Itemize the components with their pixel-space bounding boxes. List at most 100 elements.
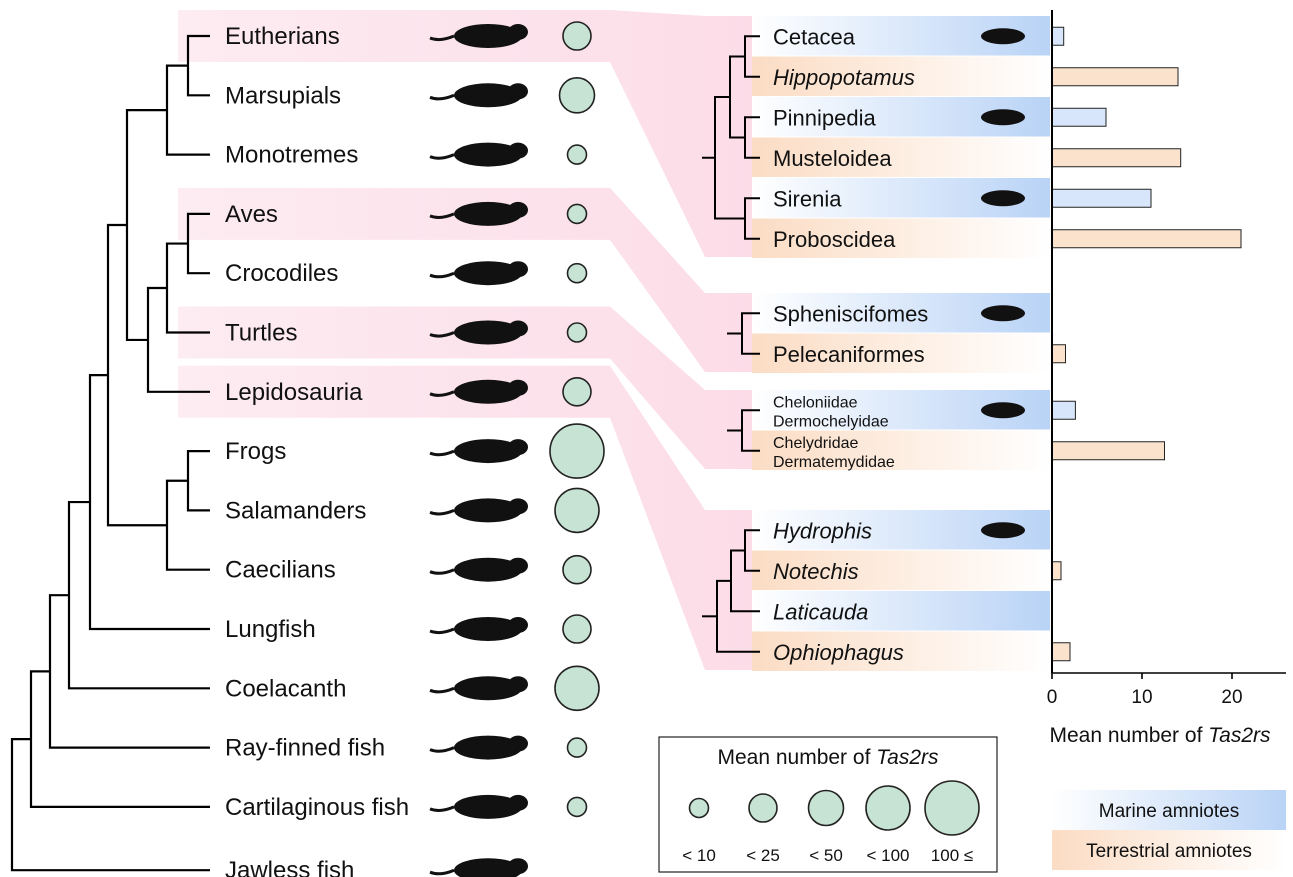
taxon-label: Turtles bbox=[225, 320, 297, 347]
clade-label: Dermochelyidae bbox=[773, 413, 889, 430]
clade-label: Notechis bbox=[773, 559, 859, 584]
habitat-legend: Marine amniotes Terrestrial amniotes bbox=[1052, 790, 1286, 870]
taxon-labels: EutheriansMarsupialsMonotremesAvesCrocod… bbox=[225, 23, 409, 877]
clade-label: Spheniscifomes bbox=[773, 301, 928, 326]
manatee-silhouette-icon bbox=[981, 190, 1025, 206]
clade-label: Musteloidea bbox=[773, 146, 892, 171]
size-legend: Mean number of Tas2rs < 10 < 25 < 50 < 100 1… bbox=[659, 737, 997, 872]
x-axis-label: Mean number of Tas2rs bbox=[1049, 724, 1271, 747]
shark-silhouette-icon bbox=[430, 795, 528, 819]
size-legend-circle bbox=[925, 781, 979, 835]
bar bbox=[1052, 27, 1064, 45]
clade-label: Proboscidea bbox=[773, 227, 896, 252]
bar bbox=[1052, 230, 1241, 248]
bar bbox=[1052, 68, 1178, 86]
clade-label: Pelecaniformes bbox=[773, 342, 925, 367]
tree-branch bbox=[31, 671, 210, 807]
lungfish-silhouette-icon bbox=[430, 617, 528, 641]
bar bbox=[1052, 401, 1075, 419]
taxon-label: Coelacanth bbox=[225, 675, 346, 702]
size-legend-circle bbox=[866, 786, 910, 830]
clade-rows: CetaceaHippopotamusPinnipediaMusteloidea… bbox=[702, 16, 1050, 671]
clade-label: Cetacea bbox=[773, 24, 856, 49]
x-tick-label: 10 bbox=[1131, 687, 1152, 708]
size-legend-title-italic: Tas2rs bbox=[876, 746, 939, 769]
clade-label: Hippopotamus bbox=[773, 65, 915, 90]
tas2r-size-circle bbox=[568, 323, 587, 342]
tas2r-size-circle bbox=[555, 666, 599, 710]
tas2r-size-circle bbox=[568, 264, 587, 283]
tas2r-size-circle bbox=[555, 488, 599, 532]
taxon-silhouettes bbox=[430, 24, 528, 877]
taxon-label: Cartilaginous fish bbox=[225, 794, 409, 821]
frog-silhouette-icon bbox=[430, 439, 528, 463]
size-legend-label: < 25 bbox=[746, 846, 780, 865]
tas2r-size-circle bbox=[568, 145, 587, 164]
taxon-label: Caecilians bbox=[225, 557, 336, 584]
clade-label: Sirenia bbox=[773, 186, 842, 211]
salamander-silhouette-icon bbox=[430, 498, 528, 522]
seal-silhouette-icon bbox=[981, 109, 1025, 125]
tree-branch bbox=[108, 225, 167, 525]
clade-label: Pinnipedia bbox=[773, 105, 877, 130]
size-legend-circle bbox=[749, 794, 777, 822]
size-legend-label: < 100 bbox=[866, 846, 909, 865]
taxon-label: Marsupials bbox=[225, 82, 341, 109]
tas2r-size-circle bbox=[563, 615, 591, 643]
sea-turtle-silhouette-icon bbox=[981, 402, 1025, 418]
taxon-label: Jawless fish bbox=[225, 857, 354, 877]
size-legend-label: 100 ≤ bbox=[931, 846, 973, 865]
bar bbox=[1052, 345, 1066, 363]
tas2r-size-circle bbox=[563, 22, 591, 50]
x-tick-label: 20 bbox=[1221, 687, 1242, 708]
clade-label: Chelydridae bbox=[773, 435, 858, 452]
lamprey-silhouette-icon bbox=[430, 858, 528, 877]
size-legend-label: < 50 bbox=[809, 846, 843, 865]
bar bbox=[1052, 189, 1151, 207]
tas2r-size-circle bbox=[568, 738, 587, 757]
sea-snake-silhouette-icon bbox=[981, 522, 1025, 538]
size-legend-circle bbox=[690, 799, 709, 818]
clade-label: Ophiophagus bbox=[773, 640, 904, 665]
whale-silhouette-icon bbox=[981, 28, 1025, 44]
tree-branch bbox=[12, 739, 210, 870]
marine-legend-label: Marine amniotes bbox=[1099, 801, 1239, 822]
bar-chart bbox=[1052, 27, 1241, 661]
tas2r-size-circles bbox=[550, 22, 604, 816]
platypus-silhouette-icon bbox=[430, 143, 528, 167]
terrestrial-legend-label: Terrestrial amniotes bbox=[1086, 841, 1252, 862]
clade-label: Hydrophis bbox=[773, 518, 872, 543]
bar bbox=[1052, 442, 1165, 460]
taxon-label: Frogs bbox=[225, 438, 286, 465]
bar bbox=[1052, 643, 1070, 661]
taxon-label: Aves bbox=[225, 201, 278, 228]
tree-branch bbox=[188, 451, 210, 510]
taxon-label: Eutherians bbox=[225, 23, 340, 50]
penguin-silhouette-icon bbox=[981, 305, 1025, 321]
tas2r-size-circle bbox=[568, 797, 587, 816]
tas2r-size-circle bbox=[560, 78, 595, 113]
taxon-label: Crocodiles bbox=[225, 260, 338, 287]
size-legend-circle bbox=[809, 791, 844, 826]
tas2r-size-circle bbox=[568, 204, 587, 223]
clade-label: Cheloniidae bbox=[773, 394, 858, 411]
ray-finned-fish-silhouette-icon bbox=[430, 736, 528, 760]
bar bbox=[1052, 108, 1106, 126]
taxon-label: Salamanders bbox=[225, 497, 366, 524]
size-legend-title-prefix: Mean number of bbox=[717, 746, 876, 769]
bar bbox=[1052, 149, 1181, 167]
taxon-label: Lungfish bbox=[225, 616, 316, 643]
size-legend-title: Mean number of Tas2rs bbox=[717, 746, 939, 769]
taxon-label: Lepidosauria bbox=[225, 379, 363, 406]
clade-label: Dermatemydidae bbox=[773, 454, 895, 471]
tree-branch bbox=[50, 595, 210, 747]
tas2r-size-circle bbox=[563, 378, 591, 406]
tas2r-size-circle bbox=[550, 424, 604, 478]
marsupial-silhouette-icon bbox=[430, 83, 528, 107]
x-tick-label: 0 bbox=[1047, 687, 1058, 708]
caecilian-silhouette-icon bbox=[430, 558, 528, 582]
clade-label: Laticauda bbox=[773, 599, 868, 624]
size-legend-label: < 10 bbox=[682, 846, 716, 865]
taxon-label: Monotremes bbox=[225, 142, 358, 169]
